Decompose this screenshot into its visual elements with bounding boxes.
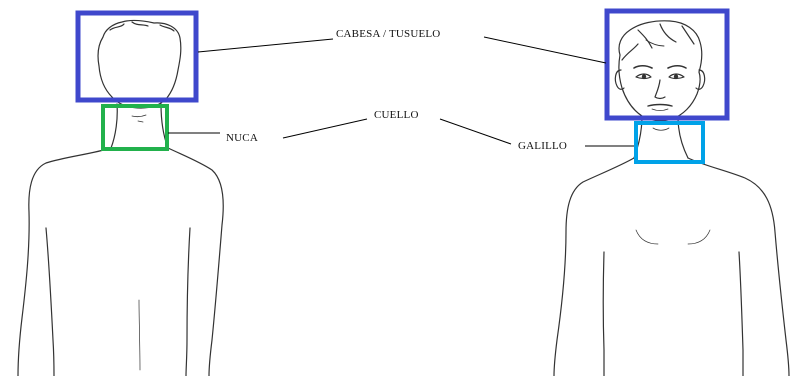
front-hair-outline [618, 20, 703, 73]
neck-label: CUELLO [374, 109, 419, 121]
neck-leader-line-right [439, 118, 512, 145]
nape-label: NUCA [226, 132, 258, 144]
neck-leader-line-left [282, 118, 368, 139]
back-left-shoulder [17, 147, 112, 377]
back-neck-left [110, 103, 118, 149]
back-right-shoulder [167, 147, 224, 377]
nape-highlight-box [101, 104, 169, 151]
head-leader-line-right [483, 36, 607, 64]
back-view-figure [17, 19, 224, 377]
leader-lines [168, 36, 634, 147]
throat-label: GALILLO [518, 140, 568, 152]
throat-highlight-box [634, 121, 705, 164]
back-head-outline [97, 19, 182, 109]
front-right-shoulder [687, 157, 790, 377]
front-left-shoulder [553, 157, 635, 377]
front-head-highlight-box [604, 8, 730, 121]
back-head-highlight-box [75, 10, 199, 103]
front-view-figure [553, 20, 790, 377]
head-leader-line-left [197, 38, 334, 53]
head-label: CABESA / TUSUELO [336, 28, 441, 40]
